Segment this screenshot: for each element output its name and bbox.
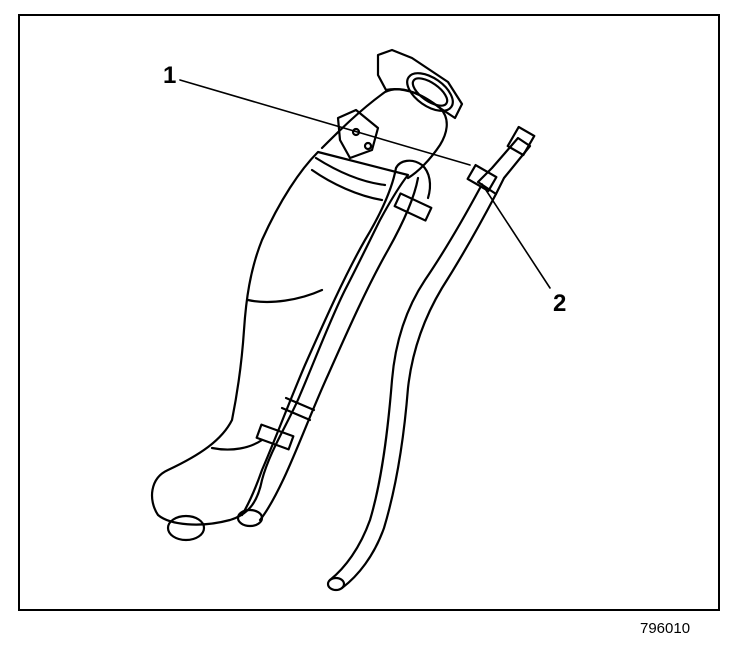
pipe-crease: [246, 288, 324, 304]
figure-id: 796010: [640, 620, 691, 637]
tube-clip-2: [466, 163, 498, 193]
mounting-bracket-1: [336, 108, 380, 160]
leader-line-1: [179, 79, 471, 166]
pipe-crease-lower: [210, 438, 264, 451]
callout-label-2: 2: [553, 290, 567, 317]
vent-hose: [240, 166, 398, 517]
vent-tube-end: [326, 576, 346, 592]
fuel-cap-housing: [376, 48, 464, 120]
fuel-cap-rim: [411, 77, 449, 107]
vent-tube: [328, 186, 482, 582]
hose-sleeve: [280, 396, 316, 422]
vent-hose-elbow: [394, 159, 432, 200]
hose-clamp-lower: [255, 423, 295, 451]
tube-cap: [506, 125, 536, 157]
vent-hose-edge: [258, 176, 420, 522]
vent-tube-edge: [340, 192, 498, 590]
diagram-frame: [18, 14, 720, 611]
collar-band-lower: [310, 168, 384, 202]
pipe-outlet-end: [166, 514, 206, 542]
tube-fitting: [476, 136, 532, 196]
callout-label-1: 1: [163, 62, 177, 89]
vent-hose-end: [236, 508, 264, 528]
bracket-bolt-hole-b: [363, 141, 373, 151]
leader-line-2: [481, 183, 551, 289]
collar-band-upper: [314, 156, 387, 187]
hose-clamp-upper: [393, 192, 433, 222]
fuel-cap: [406, 72, 454, 112]
filler-pipe: [150, 150, 410, 526]
